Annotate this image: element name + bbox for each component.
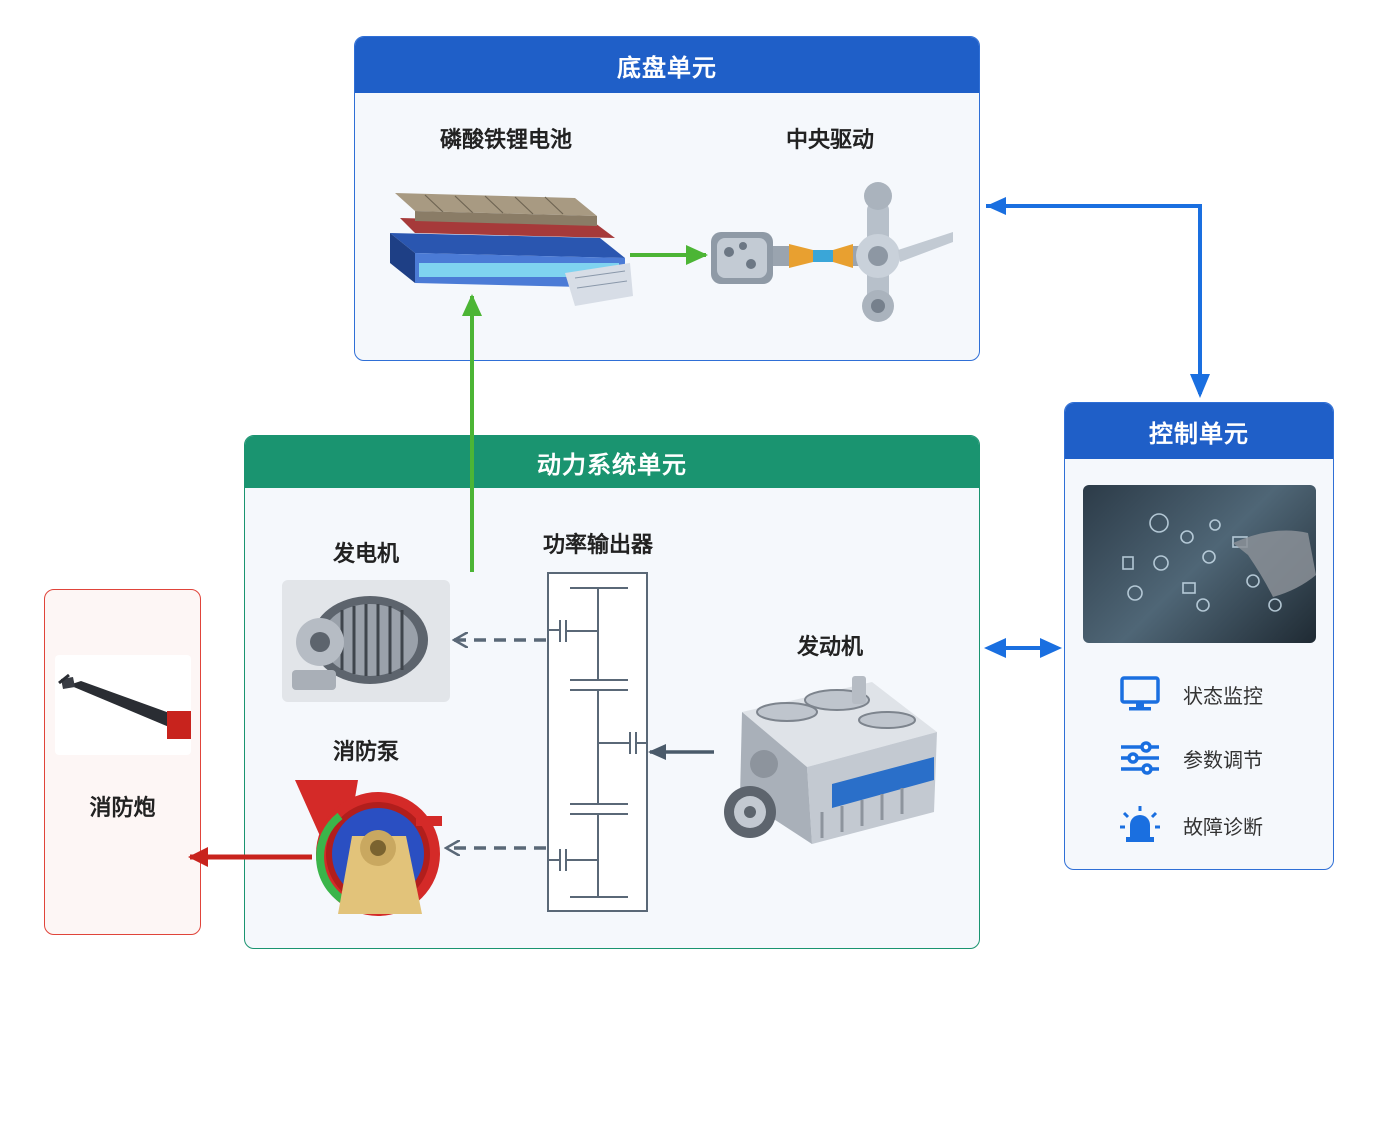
alarm-icon — [1120, 806, 1160, 842]
generator-label: 发电机 — [332, 542, 400, 567]
fire-pump-image — [295, 780, 442, 916]
function-label: 故障诊断 — [1183, 814, 1263, 839]
control-screen-image — [1083, 485, 1316, 643]
sliders-icon — [1121, 741, 1159, 775]
chassis-control-link — [986, 204, 1202, 394]
function-label: 参数调节 — [1183, 747, 1263, 772]
chassis-unit-header: 底盘单元 — [355, 37, 979, 93]
function-label: 状态监控 — [1183, 683, 1263, 708]
engine-image — [724, 676, 937, 844]
arrowhead-to-control — [1190, 374, 1210, 398]
monitor-icon — [1120, 676, 1160, 711]
lfp-battery-image — [390, 193, 633, 306]
power-system-header: 动力系统单元 — [245, 436, 979, 488]
arrowhead-to-chassis — [986, 197, 1006, 215]
fire-monitor-panel: 消防炮 — [44, 589, 201, 935]
pto-label: 功率输出器 — [542, 533, 654, 558]
arrowhead-to-power — [984, 638, 1006, 658]
battery-label: 磷酸铁锂电池 — [439, 128, 573, 153]
fire-monitor-label: 消防炮 — [89, 796, 156, 821]
control-unit-panel: 控制单元 状态监控 参数调节 — [1064, 402, 1334, 870]
engine-label: 发动机 — [796, 635, 864, 660]
function-fault-diagnosis[interactable]: 故障诊断 — [1119, 805, 1263, 845]
control-unit-header: 控制单元 — [1065, 403, 1333, 459]
function-status-monitoring[interactable]: 状态监控 — [1119, 675, 1263, 713]
central-drive-label: 中央驱动 — [785, 128, 875, 153]
arrowhead-to-control-2 — [1040, 638, 1062, 658]
fire-monitor-image — [55, 655, 191, 755]
fire-pump-label: 消防泵 — [332, 740, 400, 765]
function-parameter-adjustment[interactable]: 参数调节 — [1119, 739, 1263, 777]
central-drive-image — [711, 182, 953, 322]
generator-image — [282, 580, 450, 702]
